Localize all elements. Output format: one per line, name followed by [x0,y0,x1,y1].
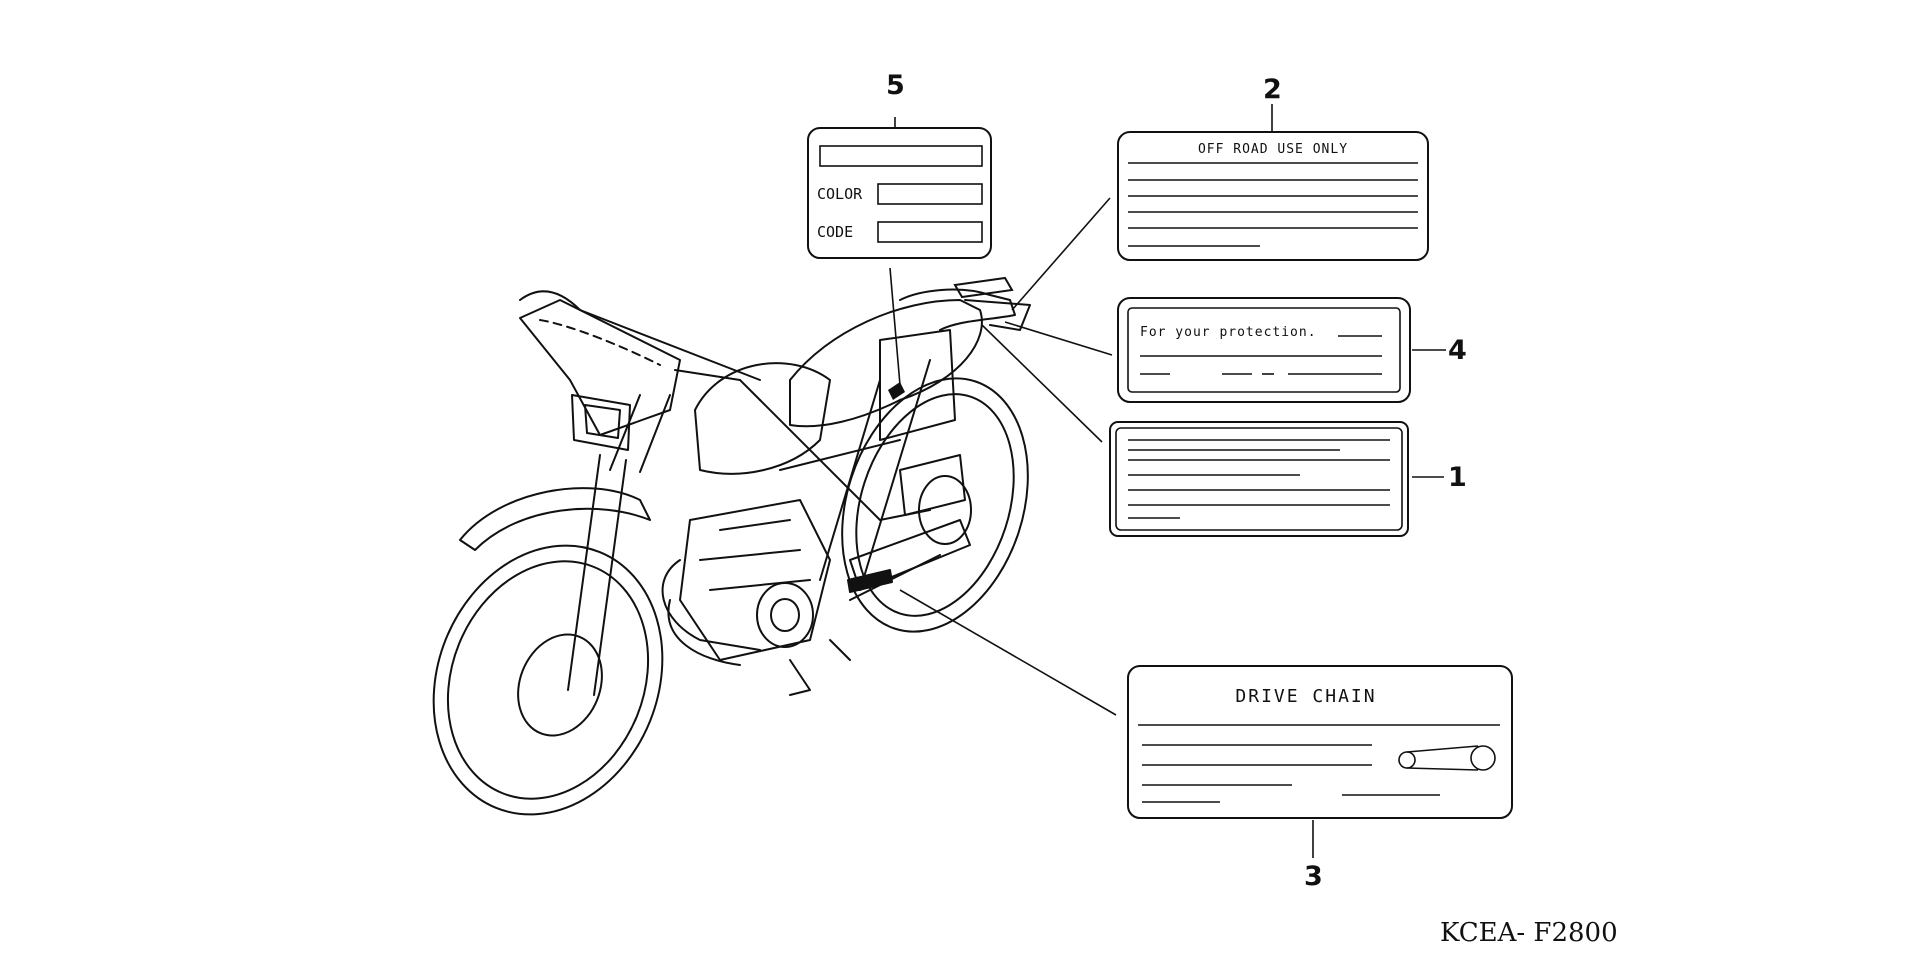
leader-lines [889,104,1446,858]
callout-5: 5 [886,70,905,101]
callout-1: 1 [1448,462,1467,493]
motorcycle-drawing [432,288,1031,816]
label-4-heading: For your protection. [1140,325,1317,340]
callout-2: 2 [1263,74,1282,105]
fender-label-patch [953,276,1014,299]
label-5-color-code: COLOR CODE [807,127,992,259]
label-2-off-road: OFF ROAD USE ONLY [1117,131,1429,261]
label-3-drive-chain: DRIVE CHAIN [1127,665,1513,819]
label-5-color-text: COLOR [817,185,863,203]
label-2-heading: OFF ROAD USE ONLY [1198,142,1348,157]
diagram-reference-code: KCEA- F2800 [1440,918,1618,948]
label-1-blank [1109,421,1409,537]
callout-3: 3 [1304,861,1323,892]
label-4-protection: For your protection. [1117,297,1411,403]
callout-4: 4 [1448,335,1467,366]
label-5-code-text: CODE [817,223,853,241]
chain-icon [1398,745,1496,771]
frame-label-patch [888,382,905,400]
label-3-heading: DRIVE CHAIN [1235,686,1376,707]
